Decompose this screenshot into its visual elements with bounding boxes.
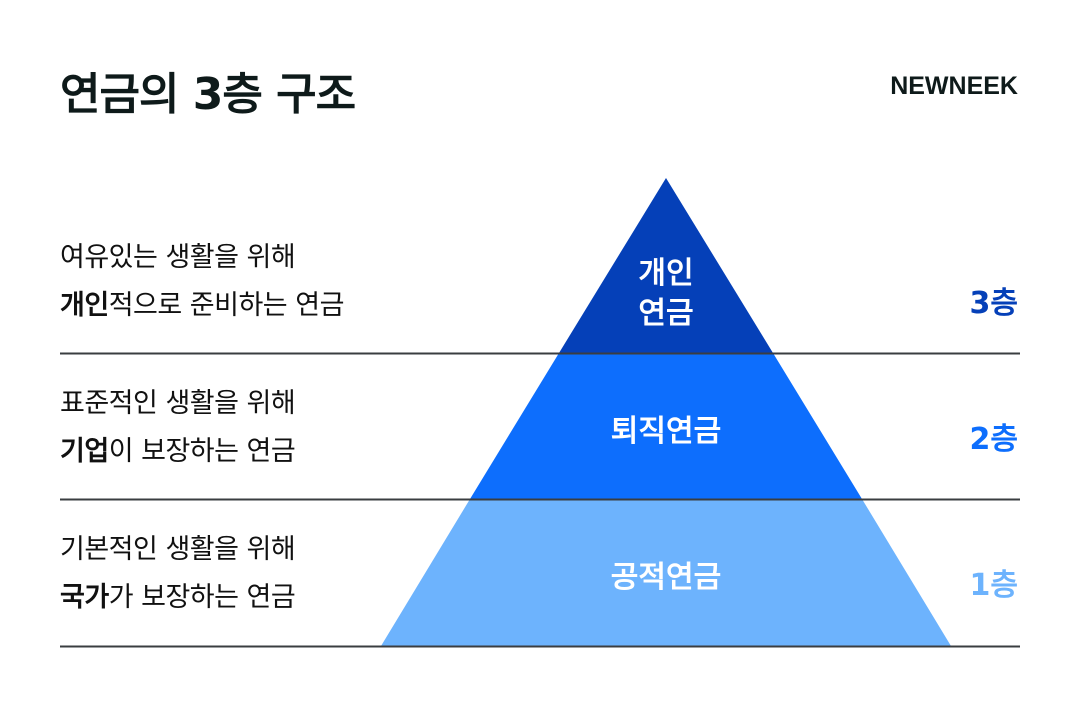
desc-line: 표준적인 생활을 위해 — [60, 388, 296, 419]
brand-logo: NEWNEEK — [890, 72, 1018, 100]
tier-2-description: 표준적인 생활을 위해 기업이 보장하는 연금 — [60, 380, 296, 476]
desc-line: 개인적으로 준비하는 연금 — [60, 282, 344, 330]
tier-2-label: 퇴직연금 — [610, 414, 722, 449]
tier-label-line: 개인 — [638, 256, 694, 291]
tier-1-label: 공적연금 — [610, 560, 722, 595]
tier-3-label: 개인 연금 — [516, 254, 816, 334]
desc-line: 여유있는 생활을 위해 — [60, 242, 296, 273]
desc-line: 기업이 보장하는 연금 — [60, 428, 296, 476]
page-title: 연금의 3층 구조 — [60, 69, 356, 120]
pyramid-tier-1 — [381, 499, 951, 646]
tier-1-level: 1층 — [969, 568, 1018, 603]
tier-label-line: 연금 — [638, 296, 694, 331]
desc-line: 기본적인 생활을 위해 — [60, 534, 296, 565]
desc-rest: 적으로 준비하는 연금 — [108, 290, 345, 321]
desc-rest: 이 보장하는 연금 — [108, 436, 296, 467]
desc-line: 국가가 보장하는 연금 — [60, 574, 296, 622]
pyramid-tier-3 — [559, 178, 773, 353]
tier-3-level: 3층 — [969, 286, 1018, 321]
desc-bold: 개인 — [60, 290, 109, 321]
desc-rest: 가 보장하는 연금 — [108, 582, 296, 613]
tier-1-description: 기본적인 생활을 위해 국가가 보장하는 연금 — [60, 526, 296, 622]
pyramid-tier-2 — [470, 353, 862, 499]
desc-bold: 기업 — [60, 436, 109, 467]
desc-bold: 국가 — [60, 582, 109, 613]
tier-2-level: 2층 — [969, 422, 1018, 457]
tier-3-description: 여유있는 생활을 위해 개인적으로 준비하는 연금 — [60, 234, 344, 330]
